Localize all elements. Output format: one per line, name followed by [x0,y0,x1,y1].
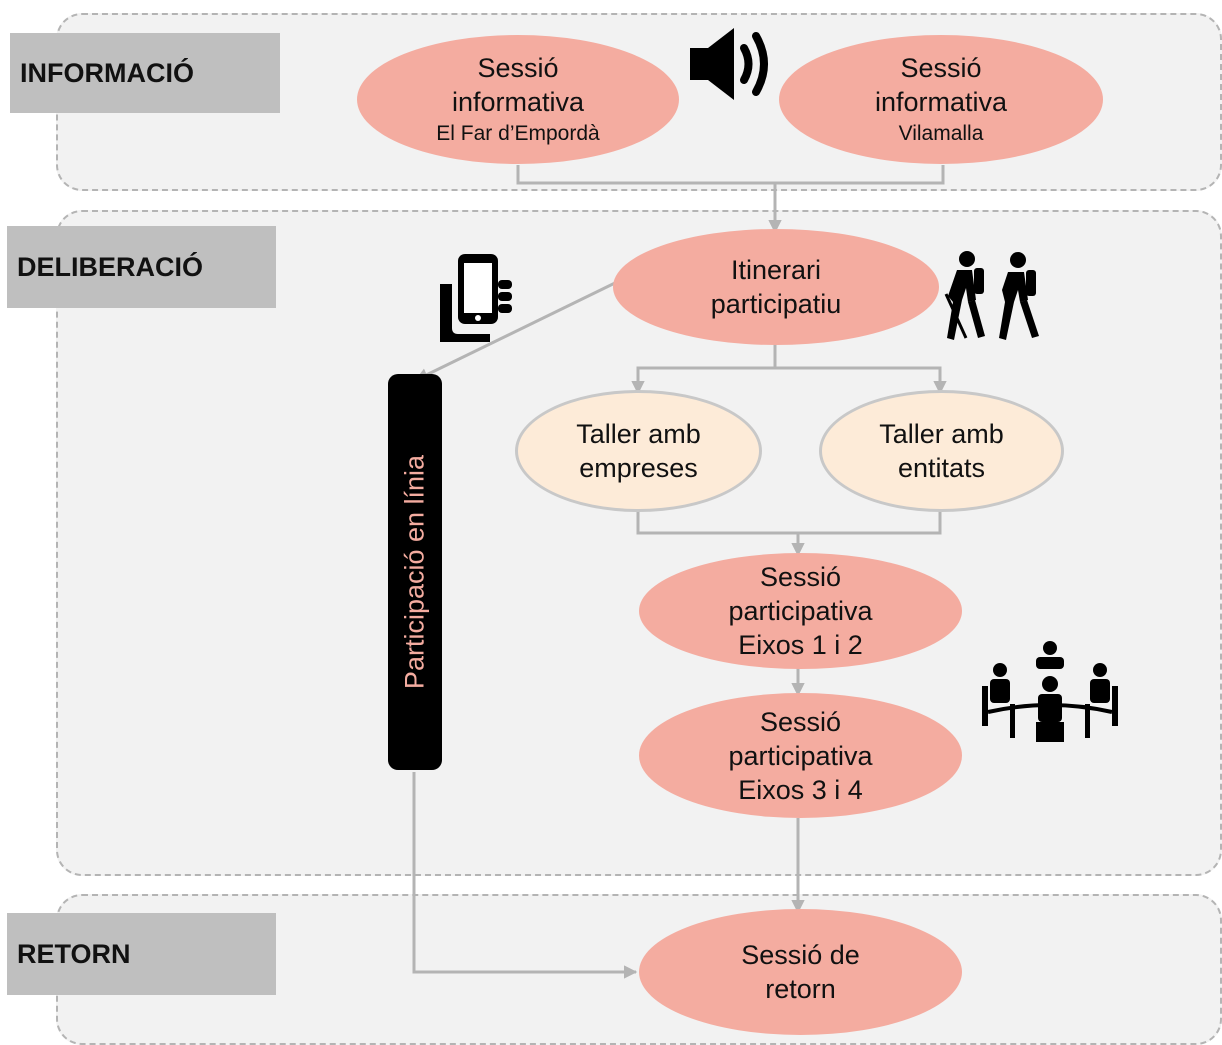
connector-info-merge [516,165,945,185]
arrow-online-to-retorn [412,772,638,979]
node-sessio-participativa-eixos-3-4: Sessió participativa Eixos 3 i 4 [639,693,962,818]
node-line: participativa [728,740,873,771]
node-line: informativa [451,86,585,117]
online-participation-label: Participació en línia [399,454,430,690]
connector-tallers-merge [636,510,942,535]
node-line: Sessió [759,562,842,592]
node-taller-entitats: Taller amb entitats [819,390,1064,512]
node-line: Sessió [477,52,559,83]
smartphone-hand-icon [440,254,512,342]
node-line: El Far d’Empordà [436,121,600,145]
node-sessio-participativa-eixos-1-2: Sessió participativa Eixos 1 i 2 [639,553,962,669]
online-participation-bar: Participació en línia [388,374,442,770]
node-line: retorn [765,974,836,1004]
node-line: informativa [874,86,1008,117]
node-line: Sessió [900,52,982,83]
node-line: Vilamalla [898,121,984,145]
speaker-icon [690,28,768,100]
node-line: empreses [579,453,698,483]
node-sessio-informativa-vilamalla: Sessió informativa Vilamalla [779,35,1103,164]
node-sessio-informativa-far: Sessió informativa El Far d’Empordà [357,35,679,164]
node-line: Eixos 1 i 2 [738,630,863,660]
node-line: entitats [897,453,986,483]
node-line: Taller amb [879,419,1004,449]
node-line: Sessió [759,706,842,737]
hikers-icon [944,251,1039,340]
node-line: Itinerari [730,255,822,285]
node-sessio-de-retorn: Sessió de retorn [639,909,962,1035]
arrow-itinerari-to-online [414,280,618,382]
node-itinerari-participatiu: Itinerari participatiu [613,229,939,345]
phase-label-retorn: RETORN [7,913,276,995]
meeting-table-icon [982,641,1118,742]
arrow-to-tallers [636,366,942,385]
node-line: Eixos 3 i 4 [738,774,863,805]
node-line: participativa [728,596,873,626]
phase-label-informacio: INFORMACIÓ [10,33,280,113]
phase-label-deliberacio: DELIBERACIÓ [7,226,276,308]
node-line: Sessió de [741,940,860,970]
node-taller-empreses: Taller amb empreses [515,390,762,512]
node-line: participatiu [710,289,842,319]
node-line: Taller amb [576,419,701,449]
